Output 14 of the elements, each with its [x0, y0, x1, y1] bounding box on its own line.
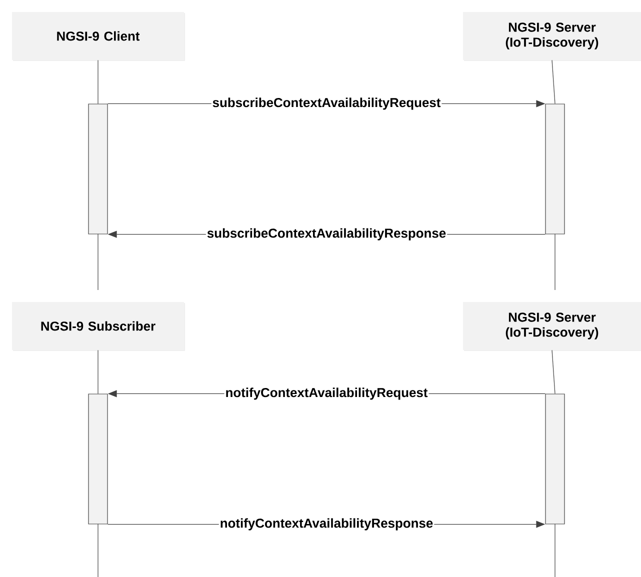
lifeline — [552, 60, 556, 104]
activation-bar — [88, 394, 108, 524]
activation-bar — [545, 394, 565, 524]
lifeline-header: NGSI-9 Subscriber — [12, 302, 185, 351]
lifeline-header: NGSI-9 Server (IoT-Discovery) — [463, 12, 641, 61]
edge-label: subscribeContextAvailabilityResponse — [207, 228, 446, 240]
edge-label: notifyContextAvailabilityRequest — [226, 388, 428, 400]
activation-bar — [545, 104, 565, 234]
edge-label: subscribeContextAvailabilityRequest — [212, 98, 441, 110]
activation-bar — [88, 104, 108, 234]
lifeline — [552, 350, 556, 394]
lifeline-header: NGSI-9 Server (IoT-Discovery) — [463, 302, 641, 351]
edge-label: notifyContextAvailabilityResponse — [220, 518, 433, 530]
lifeline-header: NGSI-9 Client — [12, 12, 185, 61]
